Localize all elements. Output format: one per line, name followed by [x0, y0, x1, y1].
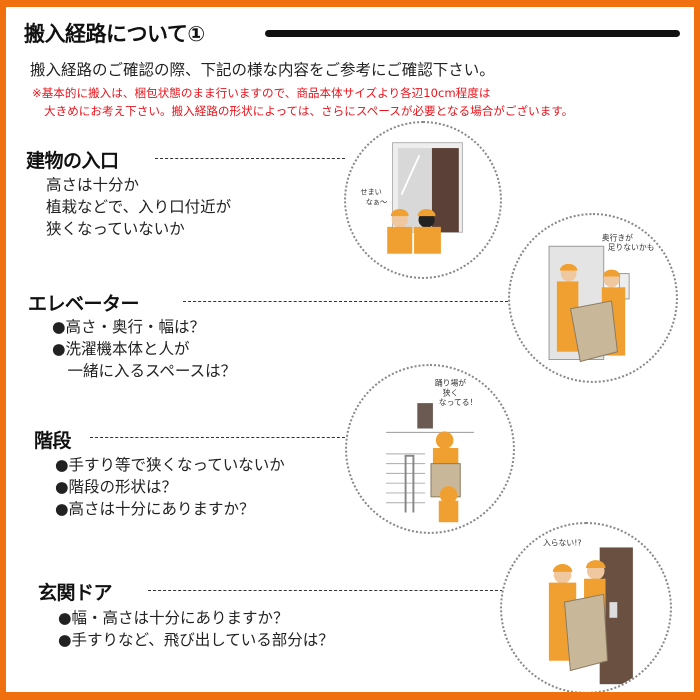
bubble-text: 奥行きが: [602, 232, 633, 242]
bubble-text: せまい: [360, 188, 381, 197]
lead-text: 搬入経路のご確認の際、下記の様な内容をご参考にご確認下さい。: [30, 61, 495, 79]
section-heading-front-door: 玄関ドア: [38, 582, 113, 604]
list-item: 狭くなっていないか: [46, 220, 185, 238]
dashed-connector: [183, 301, 508, 302]
elevator-list: ●高さ・奥行・幅は？ ●洗濯機本体と人が 一緒に入るスペースは？: [52, 316, 236, 382]
dashed-connector: [155, 158, 345, 159]
elevator-illustration: 奥行きが 足りないかも: [508, 213, 678, 383]
list-item: 高さは十分か: [46, 176, 140, 194]
entrance-illustration: せまい なぁ〜: [344, 121, 502, 279]
list-item: ●手すり等で狭くなっていないか: [55, 456, 285, 474]
section-heading-stairs: 階段: [34, 430, 72, 452]
list-item: ●幅・高さは十分にありますか？: [58, 609, 289, 627]
list-item: ●洗濯機本体と人が: [52, 340, 190, 358]
bubble-text: 入らない!?: [543, 538, 581, 547]
bubble-text: なぁ〜: [366, 197, 387, 206]
bubble-text: 足りないかも: [608, 243, 655, 252]
stairs-list: ●手すり等で狭くなっていないか ●階段の形状は？ ●高さは十分にありますか？: [55, 454, 285, 520]
page-title: 搬入経路について①: [24, 22, 205, 46]
dashed-connector: [148, 590, 503, 591]
entrance-list: 高さは十分か 植栽などで、入り口付近が 狭くなっていないか: [46, 174, 231, 240]
title-rule: [265, 30, 680, 37]
list-item: 一緒に入るスペースは？: [52, 362, 237, 380]
section-heading-entrance: 建物の入口: [26, 150, 119, 172]
section-heading-elevator: エレベーター: [28, 293, 140, 315]
list-item: ●高さ・奥行・幅は？: [52, 318, 206, 336]
bubble-text: 踊り場が: [435, 378, 466, 388]
list-item: ●高さは十分にありますか？: [55, 500, 255, 518]
front-door-illustration: 入らない!?: [500, 522, 672, 694]
front-door-list: ●幅・高さは十分にありますか？ ●手すりなど、飛び出している部分は？: [58, 607, 334, 651]
note-line-1: ※基本的に搬入は、梱包状態のまま行いますので、商品本体サイズより各辺10cm程度…: [32, 86, 491, 100]
dashed-connector: [90, 437, 350, 438]
list-item: ●手すりなど、飛び出している部分は？: [58, 631, 334, 649]
list-item: ●階段の形状は？: [55, 478, 178, 496]
list-item: 植栽などで、入り口付近が: [46, 198, 232, 216]
note-line-2: 大きめにお考え下さい。搬入経路の形状によっては、さらにスペースが必要となる場合が…: [44, 104, 574, 118]
stairs-illustration: 踊り場が 狭く なってる！: [345, 364, 515, 534]
bubble-text: なってる！: [439, 398, 478, 407]
bubble-text: 狭く: [443, 387, 459, 397]
